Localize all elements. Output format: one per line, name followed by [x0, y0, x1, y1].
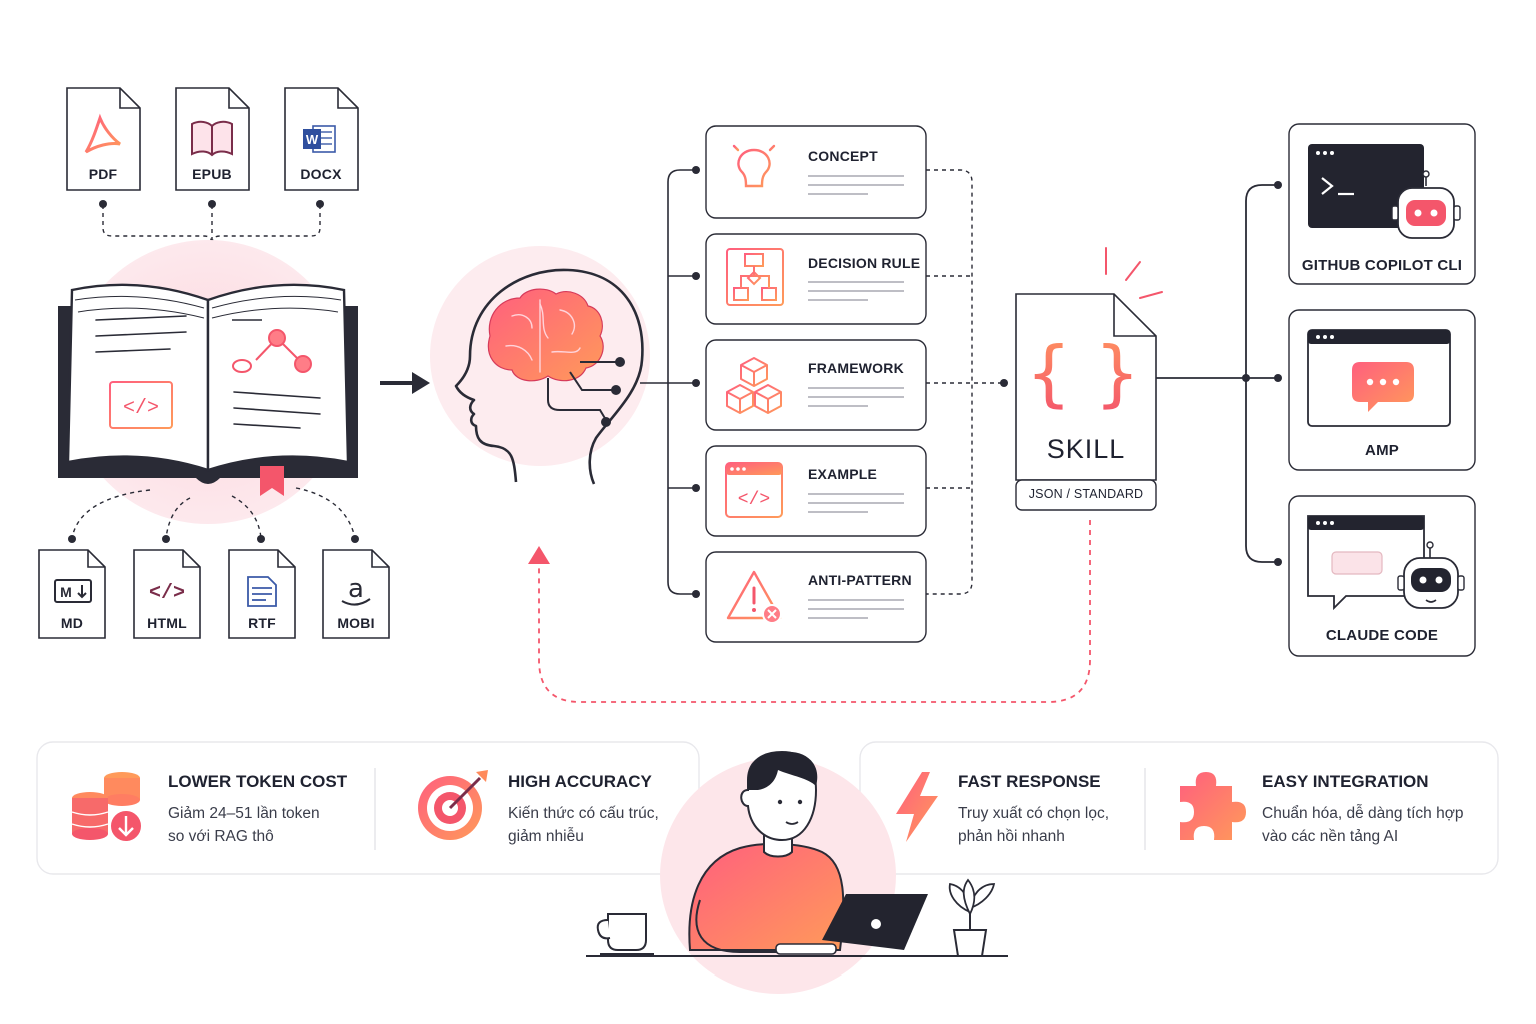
warning-icon [726, 570, 782, 624]
target-icon [418, 770, 488, 840]
card-title-example: EXAMPLE [808, 466, 878, 482]
svg-text:M: M [60, 584, 72, 600]
benefit-desc-line: vào các nền tảng AI [1262, 828, 1399, 845]
card-concept [705, 125, 927, 219]
card-framework [705, 339, 927, 431]
cubes-icon [726, 357, 782, 414]
svg-text:a: a [348, 574, 364, 604]
pdf-icon [84, 113, 121, 154]
card-title-framework: FRAMEWORK [808, 360, 904, 376]
target-label-claude: CLAUDE CODE [1325, 627, 1439, 644]
file-mobi: a [322, 549, 390, 639]
file-label-epub: EPUB [192, 166, 232, 182]
target-copilot [1288, 123, 1476, 285]
flowchart-icon [726, 248, 784, 306]
benefit-desc-token-cost: Giảm 24–51 lần token so với RAG thô [168, 802, 378, 848]
benefit-title-accuracy: HIGH ACCURACY [508, 772, 652, 791]
book-icon [191, 120, 233, 157]
benefit-desc-line: phản hồi nhanh [958, 828, 1065, 845]
card-anti-pattern [705, 551, 927, 643]
file-label-mobi: MOBI [337, 615, 375, 631]
claude-robot-icon [1307, 515, 1465, 611]
file-md: M [38, 549, 106, 639]
amazon-icon: a [341, 574, 371, 606]
skill-format: JSON / STANDARD [1028, 487, 1144, 501]
code-window-icon: </> [725, 462, 783, 518]
target-label-copilot: GITHUB COPILOT CLI [1301, 257, 1463, 274]
braces-icon: { } [1026, 331, 1141, 415]
file-label-pdf: PDF [88, 166, 118, 182]
benefit-desc-integration: Chuẩn hóa, dễ dàng tích hợp vào các nền … [1262, 802, 1492, 848]
benefit-desc-line: giảm nhiễu [508, 828, 584, 845]
card-title-anti-pattern: ANTI-PATTERN [808, 572, 912, 588]
benefit-desc-line: Giảm 24–51 lần token [168, 805, 320, 822]
word-icon: W [303, 125, 336, 153]
file-html: </> [133, 549, 201, 639]
chat-window-icon [1307, 329, 1451, 427]
target-amp [1288, 309, 1476, 471]
markdown-icon: M [54, 579, 92, 603]
benefit-desc-line: Chuẩn hóa, dễ dàng tích hợp [1262, 805, 1464, 822]
coffee-cup-icon [596, 913, 654, 955]
lightbulb-icon [726, 136, 782, 200]
svg-text:</>: </> [123, 397, 159, 420]
file-docx: W [284, 87, 359, 191]
skill-title: SKILL [1046, 434, 1126, 464]
svg-text:</>: </> [738, 490, 770, 510]
card-title-decision-rule: DECISION RULE [808, 255, 921, 271]
file-label-html: HTML [147, 615, 187, 631]
benefit-title-fast-response: FAST RESPONSE [958, 772, 1101, 791]
target-claude [1288, 495, 1476, 657]
card-example: </> [705, 445, 927, 537]
terminal-robot-icon [1308, 144, 1461, 239]
arrow-to-brain [380, 372, 430, 394]
benefit-title-integration: EASY INTEGRATION [1262, 772, 1429, 791]
benefit-desc-line: Truy xuất có chọn lọc, [958, 805, 1110, 822]
file-rtf [228, 549, 296, 639]
person-working [586, 750, 1008, 993]
file-pdf [66, 87, 141, 191]
open-book: </> [58, 283, 358, 496]
code-icon: </> [149, 582, 185, 605]
feedback-loop [528, 520, 1091, 703]
benefit-desc-line: Kiến thức có cấu trúc, [508, 805, 659, 822]
benefit-desc-line: so với RAG thô [168, 828, 274, 845]
skill-document: { } [1015, 247, 1163, 511]
target-label-amp: AMP [1365, 442, 1399, 459]
svg-text:W: W [306, 132, 319, 147]
card-decision-rule [705, 233, 927, 325]
benefit-desc-accuracy: Kiến thức có cấu trúc, giảm nhiễu [508, 802, 718, 848]
benefit-desc-fast-response: Truy xuất có chọn lọc, phản hồi nhanh [958, 802, 1168, 848]
coins-down-icon [71, 772, 143, 843]
file-label-rtf: RTF [248, 615, 276, 631]
file-label-docx: DOCX [300, 166, 342, 182]
plant-icon [948, 878, 996, 957]
puzzle-icon [1180, 772, 1246, 840]
card-title-concept: CONCEPT [808, 148, 878, 164]
benefit-title-token-cost: LOWER TOKEN COST [168, 772, 348, 791]
text-doc-icon [247, 576, 277, 607]
file-label-md: MD [60, 615, 84, 631]
file-epub [175, 87, 250, 191]
head-brain [454, 268, 644, 485]
lightning-icon [896, 772, 938, 842]
